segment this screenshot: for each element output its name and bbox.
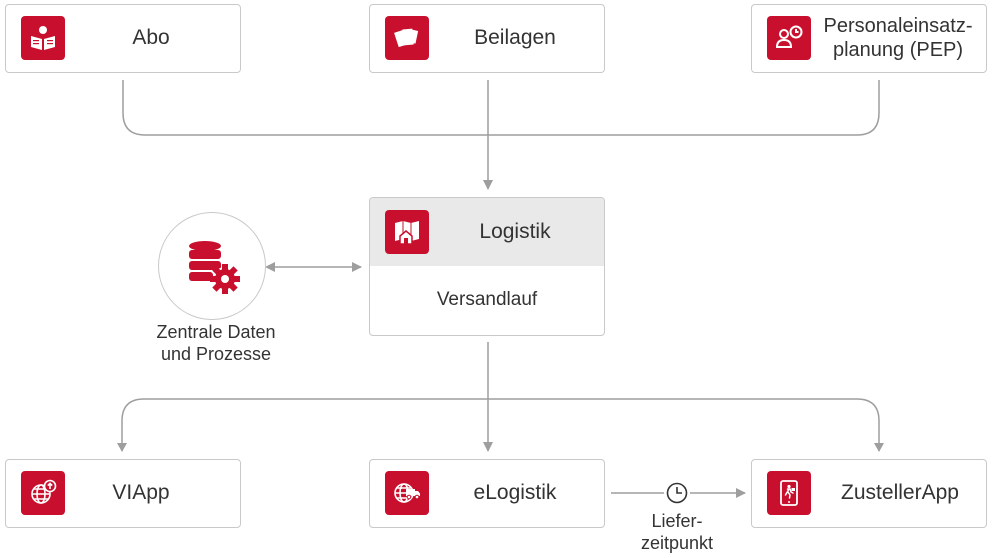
pep-label-line1: Personaleinsatz- xyxy=(823,15,973,37)
elogistik-box[interactable]: eLogistik xyxy=(369,459,605,528)
pep-box[interactable]: Personaleinsatz- planung (PEP) xyxy=(751,4,987,73)
zustellerapp-label: ZustellerApp xyxy=(841,481,959,505)
map-house-icon xyxy=(385,210,429,254)
central-data-label-line1: Zentrale Daten xyxy=(156,322,276,342)
tablet-courier-icon xyxy=(767,471,811,515)
logistik-subtitle: Versandlauf xyxy=(436,288,538,310)
logistik-box[interactable]: Logistik Versandlauf xyxy=(369,197,605,336)
clock-icon xyxy=(666,482,688,504)
abo-label: Abo xyxy=(132,26,170,50)
inserts-icon xyxy=(385,16,429,60)
database-gear-icon xyxy=(183,237,243,302)
central-data-label-line2: und Prozesse xyxy=(160,343,272,364)
viapp-label: VIApp xyxy=(112,481,170,505)
delivery-time-label: Liefer- zeitpunkt xyxy=(622,511,732,554)
globe-upload-icon xyxy=(21,471,65,515)
connector-bottom-split xyxy=(121,398,880,451)
zustellerapp-box[interactable]: ZustellerApp xyxy=(751,459,987,528)
delivery-time-label-line2: zeitpunkt xyxy=(640,532,714,553)
elogistik-label: eLogistik xyxy=(473,481,557,505)
logistik-title: Logistik xyxy=(479,220,551,244)
abo-box[interactable]: Abo xyxy=(5,4,241,73)
beilagen-box[interactable]: Beilagen xyxy=(369,4,605,73)
viapp-box[interactable]: VIApp xyxy=(5,459,241,528)
central-data-label: Zentrale Daten und Prozesse xyxy=(130,322,302,365)
delivery-time-label-line1: Liefer- xyxy=(651,511,703,531)
globe-truck-icon xyxy=(385,471,429,515)
reader-icon xyxy=(21,16,65,60)
pep-label-line2: planung (PEP) xyxy=(832,39,964,61)
beilagen-label: Beilagen xyxy=(474,26,556,50)
central-data-circle[interactable] xyxy=(158,212,266,320)
pep-label: Personaleinsatz- planung (PEP) xyxy=(812,5,984,71)
staff-schedule-icon xyxy=(767,16,811,60)
connector-abo xyxy=(122,80,880,136)
